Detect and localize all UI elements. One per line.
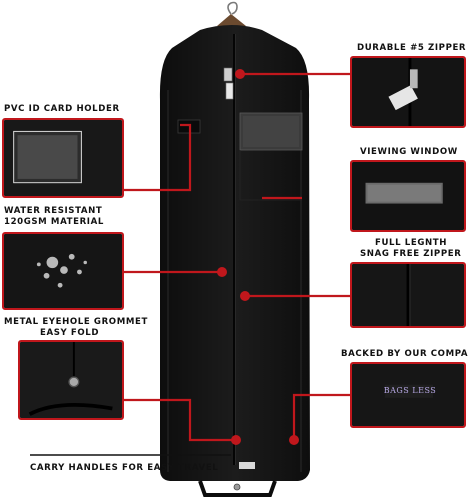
inset-zipper [350,56,466,128]
callout-handles: CARRY HANDLES FOR EASY TRAVEL [30,463,219,473]
callout-grommet-line1: METAL EYEHOLE GROMMET [4,317,148,327]
zipper-pull-icon [223,67,234,100]
callout-material-line2: 120GSM MATERIAL [4,217,104,227]
callout-dot-icon [217,69,299,445]
inset-full-zipper [350,262,466,328]
callout-zipper: DURABLE #5 ZIPPER [357,43,467,53]
inset-grommet [18,340,124,420]
grommet [233,483,241,491]
inset-material [2,232,124,310]
inset-window [350,160,466,232]
callout-full-zip-line1: FULL LEGNTH [375,238,448,248]
callout-material-line1: WATER RESISTANT [4,206,103,216]
inset-id-holder [2,118,124,198]
callout-full-zip-line2: SNAG FREE ZIPPER [360,249,462,259]
carry-handle [198,480,277,497]
leader-lines [124,72,350,442]
callout-id-holder: PVC ID CARD HOLDER [4,104,120,114]
brand-tag [239,462,255,469]
callout-window: VIEWING WINDOW [360,147,458,157]
callout-grommet-line2: EASY FOLD [40,328,100,338]
callout-company: BACKED BY OUR COMPANY [341,349,468,359]
inset-company: BAGS LESS [350,362,466,428]
hanger-icon [217,1,246,26]
brand-tag-text: BAGS LESS [383,386,437,395]
